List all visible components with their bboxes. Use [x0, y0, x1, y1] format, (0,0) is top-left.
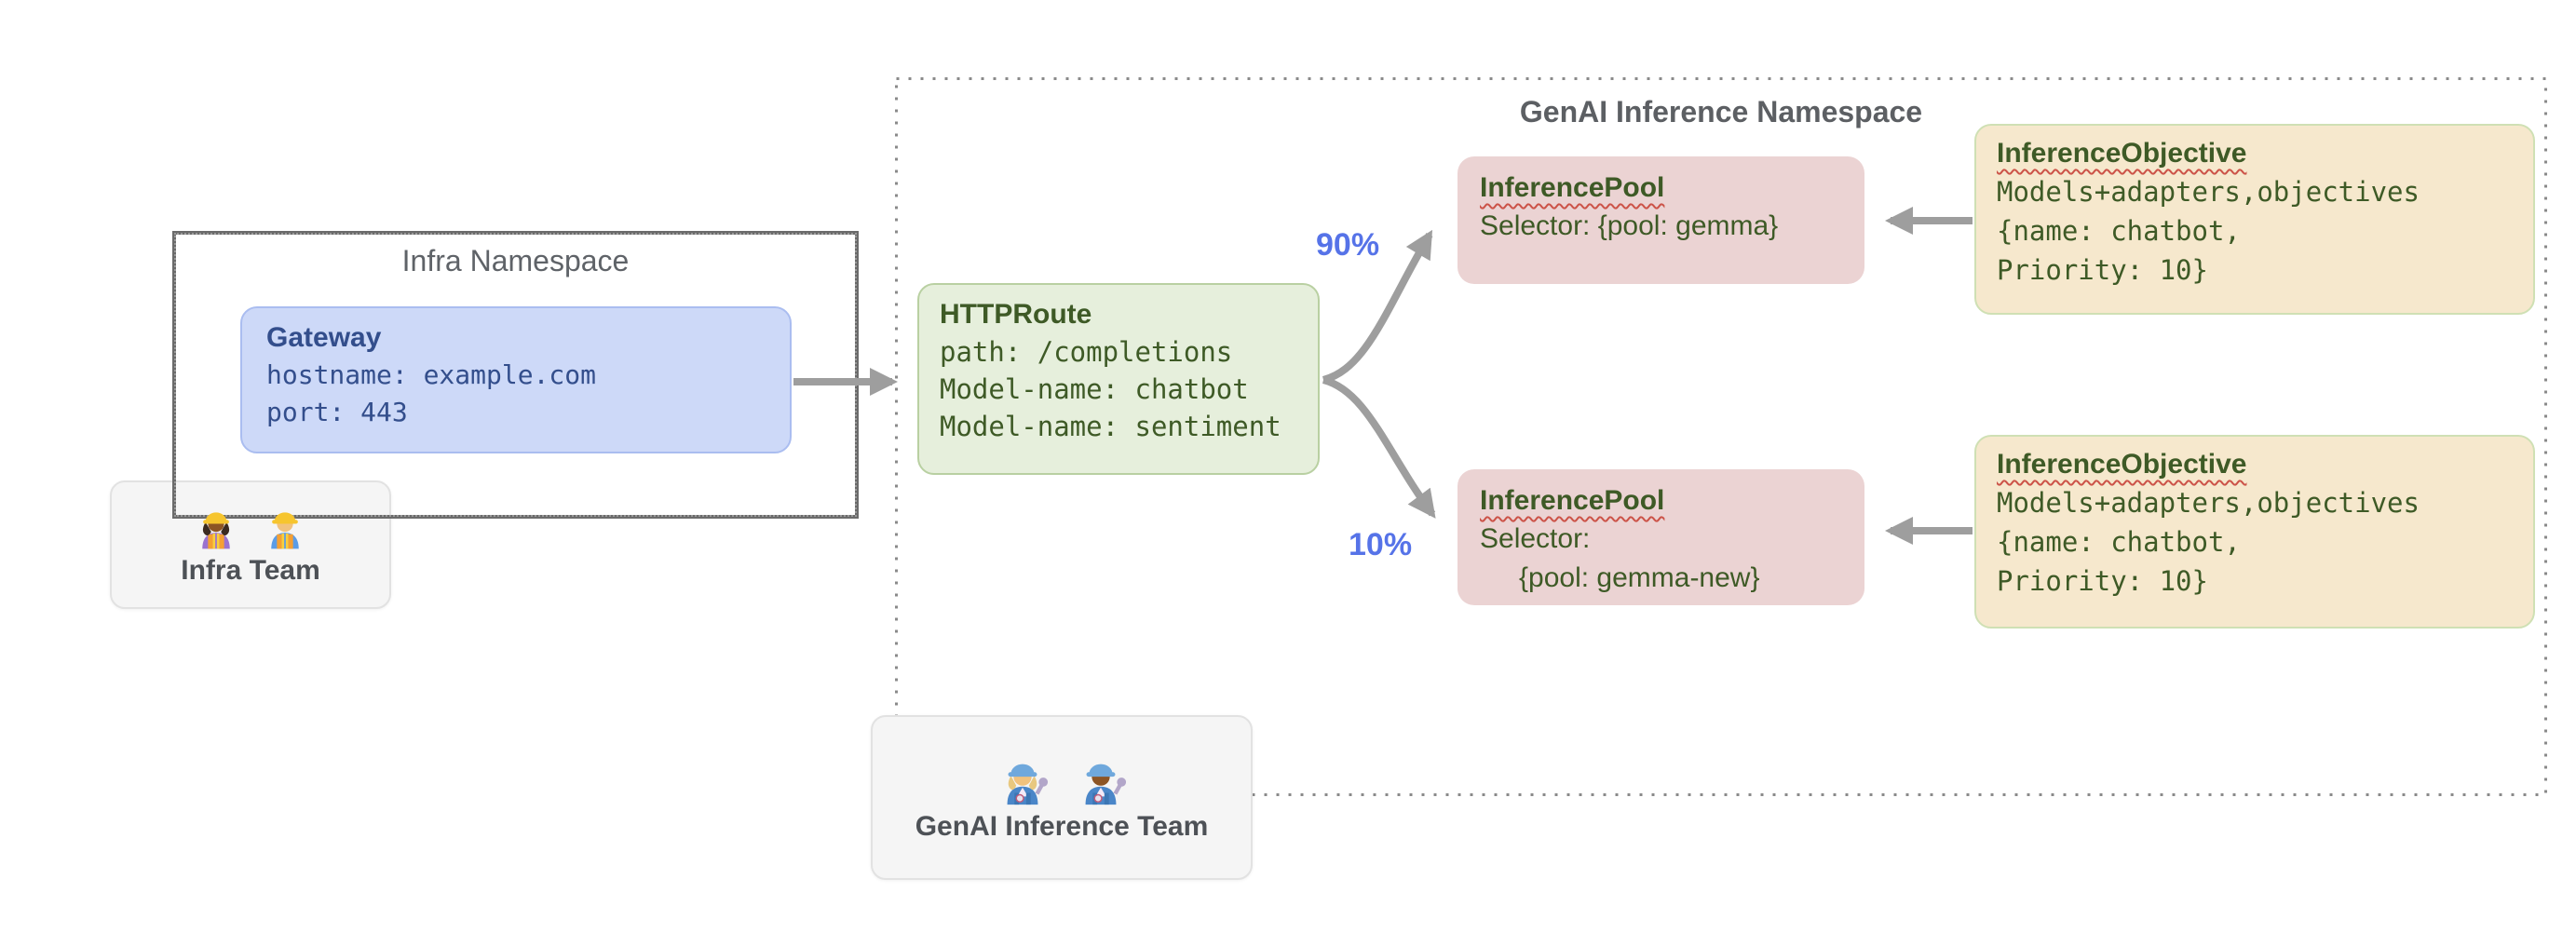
httproute-model-chatbot: Model-name: chatbot: [940, 373, 1249, 405]
traffic-split-10-label: 10%: [1349, 527, 1413, 562]
objective-bottom-name: {name: chatbot,: [1997, 526, 2241, 558]
objective-top-priority: Priority: 10}: [1997, 254, 2208, 286]
gateway-hostname: hostname: example.com: [266, 359, 597, 390]
man-construction-worker-icon: [271, 512, 299, 549]
genai-team-icons: [996, 753, 1128, 807]
objective-bottom-models: Models+adapters,objectives: [1997, 487, 2420, 519]
infra-namespace-title: Infra Namespace: [401, 244, 630, 277]
traffic-split-90-label: 90%: [1316, 227, 1380, 263]
man-mechanic-icon: [1085, 764, 1127, 805]
woman-mechanic-icon: [1007, 764, 1049, 805]
inference-pool-top-title: InferencePool: [1480, 172, 1665, 203]
inference-objective-bottom-title: InferenceObjective: [1997, 449, 2247, 480]
objective-top-models: Models+adapters,objectives: [1997, 176, 2420, 208]
inference-objective-top-card: InferenceObjective Models+adapters,objec…: [1974, 124, 2535, 315]
woman-construction-worker-icon: [202, 512, 230, 549]
inference-objective-top-title: InferenceObjective: [1997, 138, 2247, 169]
httproute-model-sentiment: Model-name: sentiment: [940, 411, 1281, 442]
arrow-httproute-to-pool-bottom: [1322, 376, 1436, 519]
gateway-title: Gateway: [266, 322, 382, 353]
inference-pool-gemma-new-card: InferencePool Selector: {pool: gemma-new…: [1457, 469, 1864, 605]
infra-team-content: Infra Team: [110, 480, 391, 609]
httproute-path: path: /completions: [940, 336, 1233, 368]
gateway-port: port: 443: [266, 397, 408, 427]
inference-pool-bottom-title: InferencePool: [1480, 485, 1665, 516]
genai-namespace-title: GenAI Inference Namespace: [1519, 95, 1923, 128]
inference-pool-top-selector: Selector: {pool: gemma}: [1480, 210, 1779, 241]
objective-top-name: {name: chatbot,: [1997, 215, 2241, 247]
httproute-card: HTTPRoute path: /completions Model-name:…: [917, 283, 1320, 475]
genai-inference-team-card: GenAI Inference Team: [871, 715, 1253, 880]
objective-bottom-priority: Priority: 10}: [1997, 565, 2208, 597]
infra-team-icons: [192, 503, 309, 551]
inference-pool-gemma-card: InferencePool Selector: {pool: gemma}: [1457, 156, 1864, 284]
infra-team-label: Infra Team: [181, 555, 320, 586]
inference-objective-bottom-card: InferenceObjective Models+adapters,objec…: [1974, 435, 2535, 629]
inference-pool-bottom-selector-label: Selector:: [1480, 523, 1591, 554]
gateway-card: Gateway hostname: example.com port: 443: [240, 306, 792, 453]
infra-team-card: [110, 480, 391, 609]
inference-pool-bottom-selector-value: {pool: gemma-new}: [1519, 562, 1760, 593]
genai-team-label: GenAI Inference Team: [915, 810, 1209, 842]
httproute-title: HTTPRoute: [940, 299, 1092, 330]
infra-namespace-box: Infra Namespace: [172, 231, 859, 519]
